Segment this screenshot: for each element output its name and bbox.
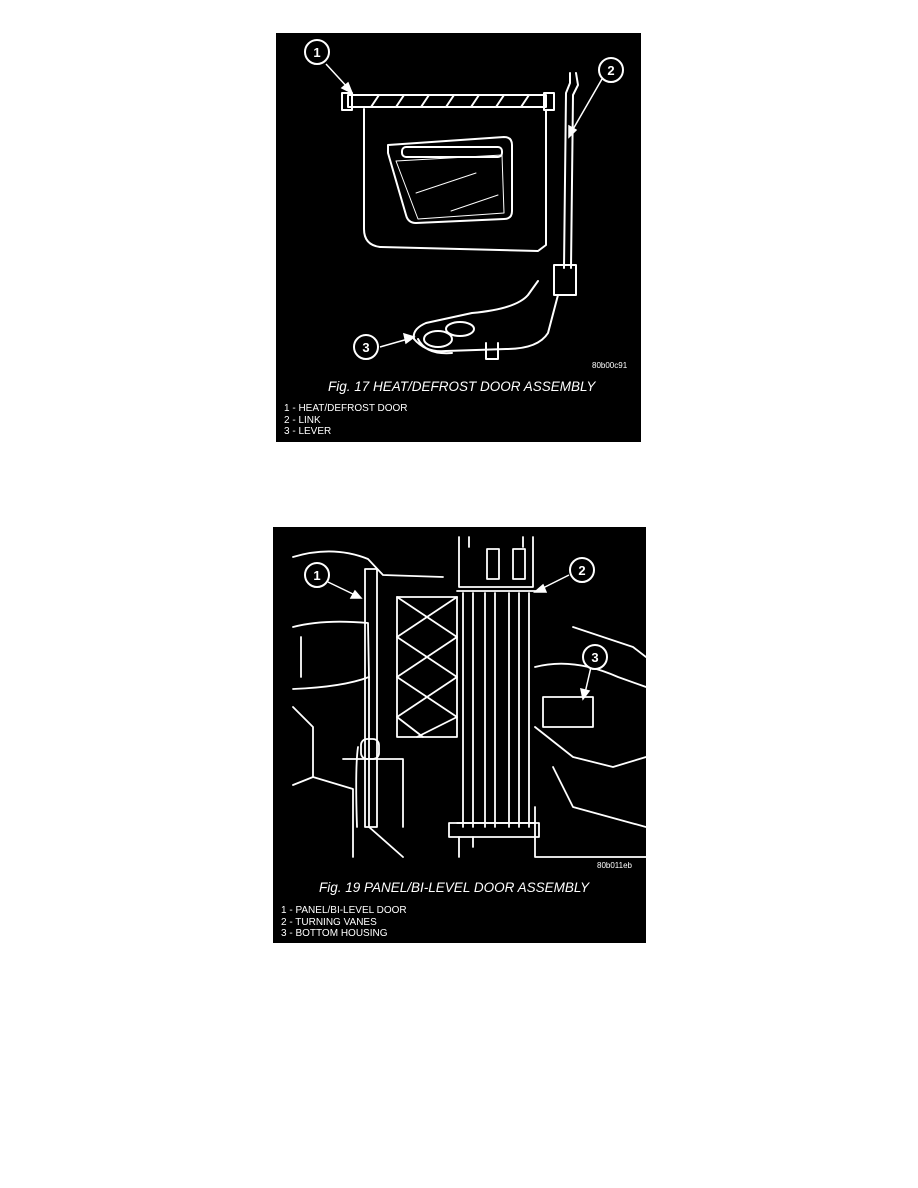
image-code: 80b00c91 (592, 361, 628, 370)
callout-label-1: 1 (313, 568, 320, 583)
callout-marker-1 (304, 39, 330, 65)
legend-item: 2 - TURNING VANES (281, 916, 377, 928)
callout-label-2: 2 (578, 563, 585, 578)
image-code: 80b011eb (597, 861, 632, 870)
figure-panel-bi-level-door: 1 2 3 80b011eb Fig. 19 PANEL/BI-LEVEL DO… (273, 527, 646, 943)
figure-legend: 1 - PANEL/BI-LEVEL DOOR 2 - TURNING VANE… (281, 905, 407, 940)
callout-marker-1 (304, 562, 330, 588)
callout-label-1: 1 (313, 45, 320, 60)
figure-heat-defrost-door: 1 2 3 80b00c91 Fig. 17 HEAT/DEFROST DOOR… (276, 33, 641, 442)
callout-label-2: 2 (607, 63, 614, 78)
callout-marker-3 (353, 334, 379, 360)
legend-item: 1 - PANEL/BI-LEVEL DOOR (281, 905, 407, 916)
figure-caption: Fig. 19 PANEL/BI-LEVEL DOOR ASSEMBLY (319, 880, 590, 895)
callout-marker-3 (582, 644, 608, 670)
callout-marker-2 (569, 557, 595, 583)
legend-item: 2 - LINK (284, 414, 321, 426)
figure-legend: 1 - HEAT/DEFROST DOOR 2 - LINK 3 - LEVER (284, 403, 408, 438)
legend-item: 3 - BOTTOM HOUSING (281, 928, 388, 939)
figure-caption: Fig. 17 HEAT/DEFROST DOOR ASSEMBLY (328, 379, 596, 394)
callout-label-3: 3 (362, 340, 369, 355)
panel-bi-level-door-illustration: 1 2 3 (292, 536, 646, 858)
callout-label-3: 3 (591, 650, 598, 665)
heat-defrost-door-illustration: 1 2 3 (304, 39, 624, 360)
legend-item: 1 - HEAT/DEFROST DOOR (284, 403, 408, 414)
legend-item: 3 - LEVER (284, 426, 332, 437)
callout-marker-2 (598, 57, 624, 83)
